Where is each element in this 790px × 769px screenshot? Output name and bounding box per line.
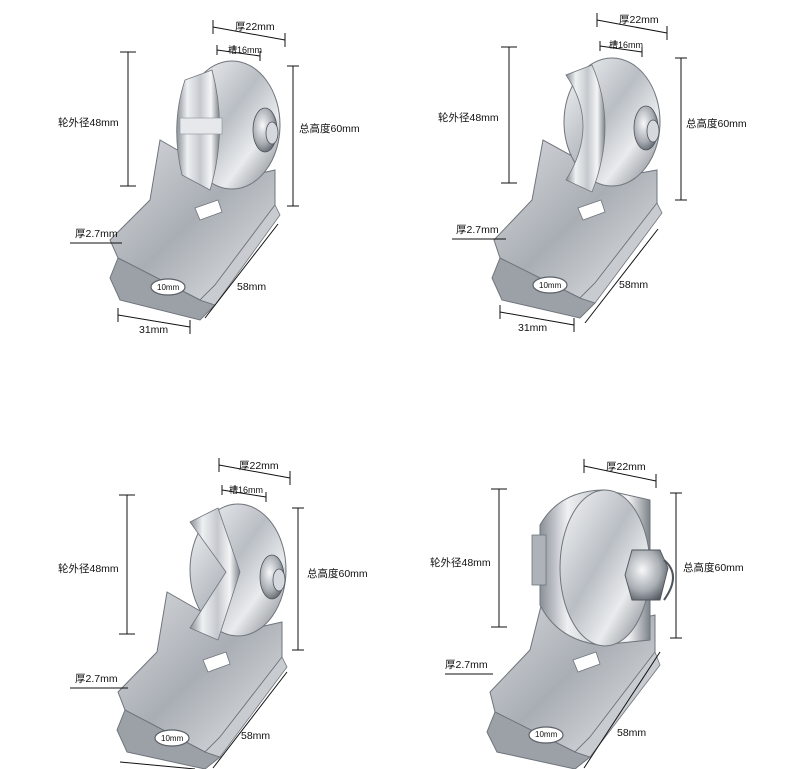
product-2-roller	[452, 13, 687, 332]
p1-length-label: 58mm	[237, 281, 267, 293]
p2-outer-diameter-label: 轮外径48mm	[438, 112, 499, 124]
axle-nut-4	[624, 549, 669, 601]
p4-length-label: 58mm	[617, 727, 647, 739]
p1-total-height-label: 总高度60mm	[299, 123, 360, 135]
mount-hole-4	[528, 726, 564, 744]
p2-length-label: 58mm	[619, 279, 649, 291]
mount-hole-1	[150, 278, 186, 296]
product-3-roller	[70, 458, 304, 769]
p4-thickness-label: 厚22mm	[606, 461, 646, 473]
p3-total-height-label: 总高度60mm	[307, 568, 368, 580]
dimension-lines-3	[70, 458, 304, 769]
p1-hole-label: 10mm	[157, 283, 180, 292]
p3-length-label: 58mm	[241, 730, 271, 742]
product-1-roller	[70, 20, 299, 334]
product-4-roller	[445, 459, 682, 769]
p2-groove-label: 槽16mm	[609, 40, 644, 50]
p4-hole-label: 10mm	[535, 730, 558, 739]
p2-hole-label: 10mm	[539, 281, 562, 290]
wheel-2	[563, 57, 661, 193]
p1-width-label: 31mm	[139, 324, 169, 336]
p2-plate-thickness-label: 厚2.7mm	[456, 224, 499, 236]
p4-outer-diameter-label: 轮外径48mm	[430, 557, 491, 569]
p1-thickness-label: 厚22mm	[235, 21, 275, 33]
p2-width-label: 31mm	[518, 322, 548, 334]
p3-groove-label: 槽16mm	[229, 485, 264, 495]
p2-total-height-label: 总高度60mm	[686, 118, 747, 130]
dimension-lines-2	[452, 13, 687, 332]
dimension-lines-4	[445, 459, 682, 769]
p3-hole-label: 10mm	[161, 734, 184, 743]
p1-plate-thickness-label: 厚2.7mm	[75, 228, 118, 240]
p1-groove-label: 槽16mm	[228, 45, 263, 55]
mount-hole-3	[154, 729, 190, 747]
p4-total-height-label: 总高度60mm	[683, 562, 744, 574]
p4-plate-thickness-label: 厚2.7mm	[445, 659, 488, 671]
wheel-3	[189, 503, 287, 641]
p3-outer-diameter-label: 轮外径48mm	[58, 563, 119, 575]
wheel-4	[531, 489, 674, 647]
p3-thickness-label: 厚22mm	[239, 460, 279, 472]
p2-thickness-label: 厚22mm	[619, 14, 659, 26]
p1-outer-diameter-label: 轮外径48mm	[58, 117, 119, 129]
wheel-1	[176, 60, 281, 191]
dimension-lines-1	[70, 20, 299, 334]
mount-hole-2	[532, 276, 568, 294]
p3-plate-thickness-label: 厚2.7mm	[75, 673, 118, 685]
